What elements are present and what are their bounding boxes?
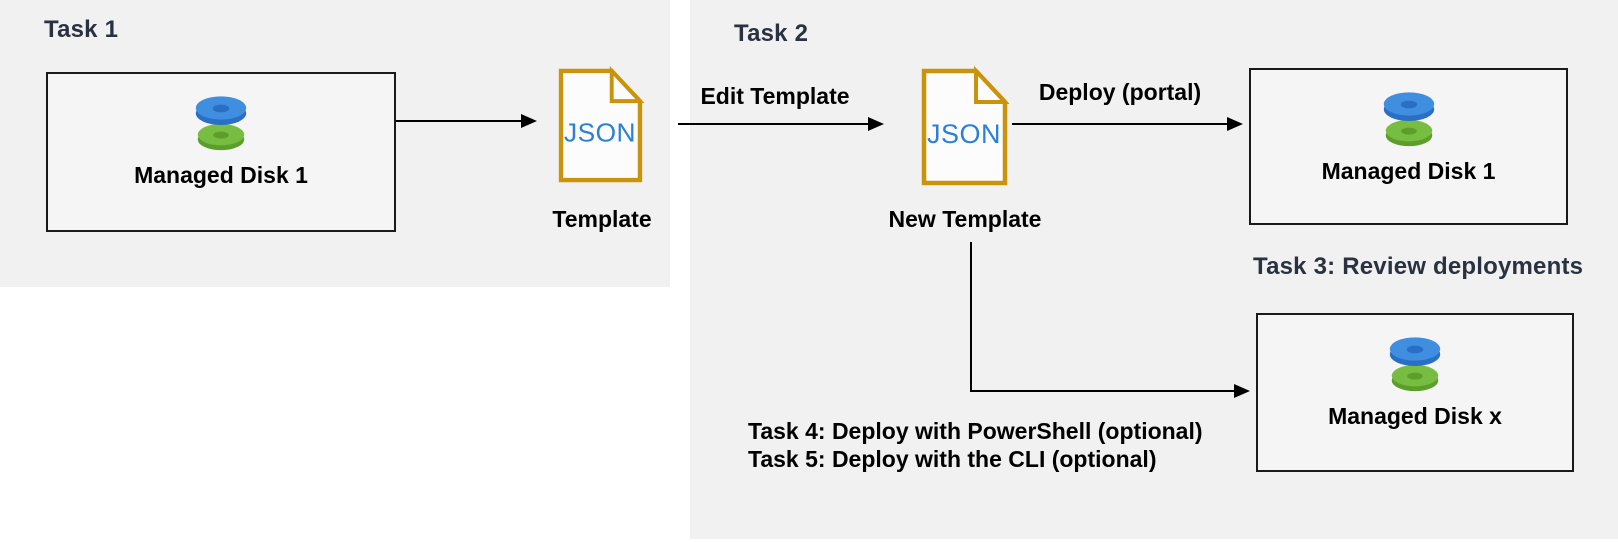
new-template-label: New Template (888, 206, 1042, 232)
task1-heading: Task 1 (44, 16, 119, 43)
task5-label: Task 5: Deploy with the CLI (optional) (748, 446, 1157, 472)
new-template-json-file-icon: JSON (921, 65, 1010, 186)
managed-disk-icon (1389, 337, 1441, 392)
json-file-text: JSON (927, 119, 1001, 149)
task4-label: Task 4: Deploy with PowerShell (optional… (748, 418, 1203, 444)
task2-heading: Task 2 (734, 20, 809, 47)
managed-disk-icon (195, 96, 247, 151)
json-file-text: JSON (564, 117, 636, 147)
disk-box-label: Managed Disk 1 (1321, 158, 1496, 184)
deploy-portal-arrow-label: Deploy (portal) (1038, 79, 1202, 105)
managed-disk-icon (1383, 92, 1434, 147)
task3-heading: Task 3: Review deployments (1253, 253, 1584, 280)
edit-template-arrow-label: Edit Template (700, 83, 850, 109)
managed-disk-1-box: Managed Disk 1 (46, 72, 396, 232)
template-json-file-icon: JSON (558, 65, 645, 183)
disk-box-label: Managed Disk x (1328, 403, 1502, 429)
managed-disk-x-box: Managed Disk x (1256, 313, 1574, 472)
managed-disk-1-deployed-box: Managed Disk 1 (1249, 68, 1568, 225)
disk-box-label: Managed Disk 1 (134, 162, 308, 188)
template-label: Template (552, 206, 652, 232)
task45-labels: Task 4: Deploy with PowerShell (optional… (748, 417, 1203, 473)
